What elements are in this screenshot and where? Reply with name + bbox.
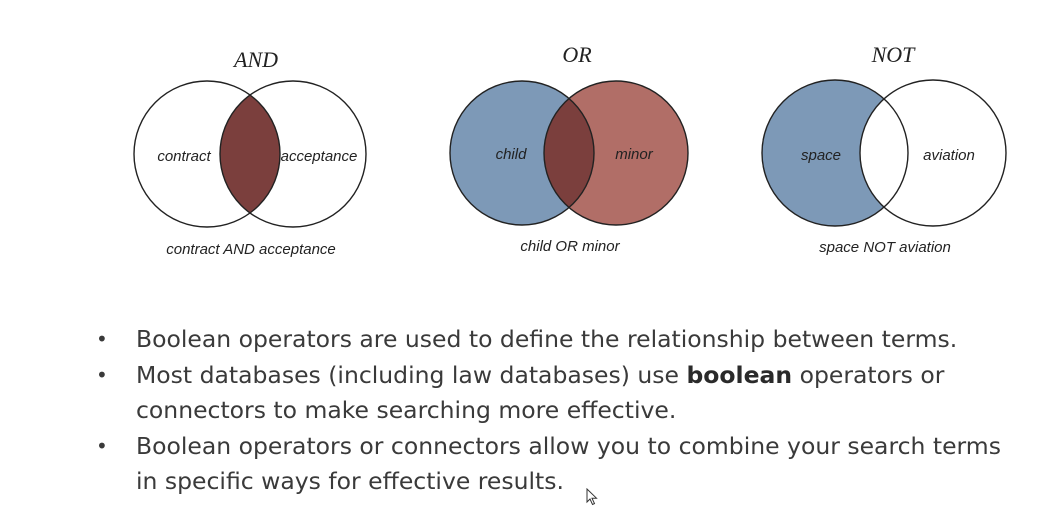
and-right-circle bbox=[219, 80, 367, 228]
or-venn-diagram: OR child minor child OR minor bbox=[449, 42, 689, 255]
or-left-outline bbox=[449, 80, 595, 226]
not-right-label: aviation bbox=[923, 147, 975, 164]
bullet-text: Boolean operators are used to define the… bbox=[136, 325, 958, 353]
bullet-dot: • bbox=[96, 327, 108, 351]
venn-diagrams: AND contract acceptance contract AND acc… bbox=[133, 42, 1007, 258]
mouse-pointer-icon bbox=[586, 488, 598, 506]
or-caption: child OR minor bbox=[520, 238, 620, 255]
bullet-item: • Boolean operators or connectors allow … bbox=[96, 429, 1016, 500]
bullet-text: Most databases (including law databases)… bbox=[136, 360, 687, 389]
and-left-circle bbox=[133, 80, 281, 228]
not-left-outline bbox=[761, 79, 909, 227]
or-right-label: minor bbox=[615, 146, 654, 163]
not-right-outline bbox=[859, 79, 1007, 227]
and-intersection bbox=[220, 81, 280, 227]
and-left-label: contract bbox=[157, 148, 211, 165]
bullet-list: • Boolean operators are used to define t… bbox=[96, 322, 1016, 500]
bullet-dot: • bbox=[96, 433, 108, 458]
bullet-text: Boolean operators or connectors allow yo… bbox=[136, 431, 1001, 496]
not-title: NOT bbox=[871, 42, 917, 67]
and-title: AND bbox=[232, 47, 278, 72]
or-right-outline bbox=[543, 80, 689, 226]
and-right-label: acceptance bbox=[281, 148, 358, 165]
not-venn-diagram: NOT space aviation space NOT aviation bbox=[761, 42, 1007, 256]
or-left-label: child bbox=[496, 146, 528, 163]
bullet-dot: • bbox=[96, 362, 108, 387]
bullet-text-after: operators or connectors to make searchin… bbox=[136, 360, 945, 425]
and-caption: contract AND acceptance bbox=[166, 241, 336, 258]
and-venn-diagram: AND contract acceptance contract AND acc… bbox=[133, 47, 367, 258]
not-left-only-region bbox=[762, 80, 908, 226]
or-title: OR bbox=[562, 42, 592, 67]
bullet-item: • Most databases (including law database… bbox=[96, 358, 1016, 429]
bullet-bold-text: boolean bbox=[686, 360, 793, 389]
bullet-item: • Boolean operators are used to define t… bbox=[96, 322, 1016, 358]
or-intersection bbox=[544, 81, 594, 225]
not-left-label: space bbox=[801, 147, 841, 164]
not-caption: space NOT aviation bbox=[819, 239, 951, 256]
